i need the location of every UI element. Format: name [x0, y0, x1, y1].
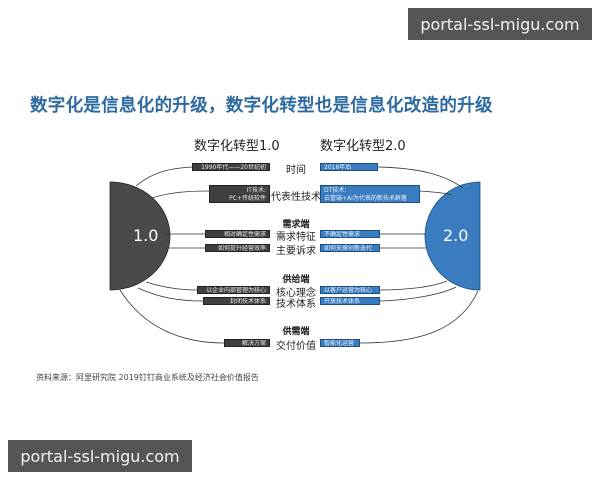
watermark-text: portal-ssl-migu.com [20, 446, 180, 466]
column-header-1-0: 数字化转型1.0 [194, 139, 280, 154]
node-1-0-shape [109, 181, 171, 291]
box-1-0-tech-system: 封闭技术体系 [203, 297, 270, 305]
node-1-0-label: 1.0 [133, 226, 159, 245]
box-1-0-demand-feature: 相对确定性需求 [205, 230, 270, 238]
dimension-demand-feature: 需求特征 [276, 232, 316, 243]
node-2-0-label: 2.0 [443, 226, 469, 245]
watermark-text: portal-ssl-migu.com [420, 14, 580, 34]
section-supply: 供给端 [282, 275, 310, 285]
box-2-0-tech-system: 开放技术体系 [320, 297, 380, 305]
source-caption: 资料来源：阿里研究院 2019钉钉商业系统及经济社会价值报告 [36, 373, 259, 382]
box-1-0-core-concept: 以企业内部管理为核心 [197, 286, 270, 294]
box-2-0-delivery-value: 智能化运营 [320, 339, 360, 347]
box-2-0-time: 2016年后 [320, 163, 378, 171]
watermark-bottom: portal-ssl-migu.com [8, 440, 192, 472]
box-1-0-tech-line2: PC+传统软件 [229, 195, 266, 202]
box-1-0-tech-line1: IT技术: [246, 187, 266, 194]
box-2-0-main-appeal: 如何支撑创新迭代 [320, 244, 380, 252]
box-1-0-tech: IT技术: PC+传统软件 [209, 185, 270, 203]
dimension-tech: 代表性技术 [271, 192, 321, 203]
box-2-0-demand-feature: 不确定性需求 [320, 230, 380, 238]
box-1-0-time: 1990年代——20世纪初 [192, 163, 270, 171]
section-supply-demand: 供需端 [282, 327, 310, 337]
box-1-0-delivery-value: 解决方案 [224, 339, 270, 347]
column-header-2-0: 数字化转型2.0 [320, 139, 406, 154]
box-1-0-main-appeal: 如何提升经营效率 [205, 244, 270, 252]
page-title: 数字化是信息化的升级，数字化转型也是信息化改造的升级 [30, 96, 493, 116]
node-2-0-shape [424, 181, 481, 291]
box-2-0-tech-line2: 云管端+AI为代表的新技术群落 [324, 195, 407, 202]
section-demand: 需求端 [282, 220, 310, 230]
box-2-0-core-concept: 以客户运营为核心 [320, 286, 380, 294]
dimension-tech-system: 技术体系 [276, 299, 316, 310]
dimension-main-appeal: 主要诉求 [276, 246, 316, 257]
watermark-top: portal-ssl-migu.com [408, 8, 592, 40]
dimension-core-concept: 核心理念 [276, 288, 316, 299]
dimension-delivery-value: 交付价值 [276, 341, 316, 352]
dimension-time: 时间 [286, 165, 306, 176]
box-2-0-tech-line1: DT技术: [324, 187, 347, 194]
box-2-0-tech: DT技术: 云管端+AI为代表的新技术群落 [320, 185, 420, 203]
